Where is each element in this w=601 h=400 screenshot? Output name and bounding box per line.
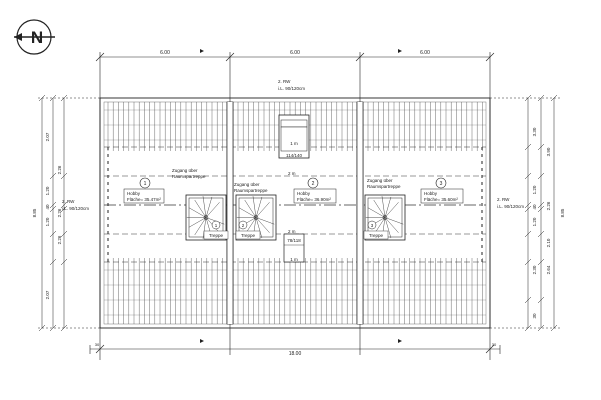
dim-right-mid: 2.10 (546, 238, 551, 247)
section-marker-icon (200, 339, 204, 343)
stair-access-line: Zugang über (367, 178, 393, 183)
dim-right-outer: 8.85 (560, 208, 565, 217)
dim-left-mid: 2.26 (57, 165, 62, 174)
stair-tag: 1 Treppe (203, 220, 229, 240)
stair-access-line: Raumspartreppe (367, 184, 401, 189)
stair-tag: 2 Treppe (235, 220, 261, 240)
window-mid-label: 1 m (290, 257, 298, 262)
room-number: 1 (144, 181, 147, 187)
window-top-label: 1 m (290, 141, 298, 146)
room-number: 3 (440, 181, 443, 187)
dim-right-mid: 2.26 (546, 201, 551, 210)
room-tag: 1 Hobby Fläche= 35.47m² (123, 177, 165, 204)
rw-right-line1: 2. RW (497, 197, 510, 202)
dim-right-mid: 2.64 (546, 265, 551, 274)
dim-left-inner: 40 (45, 204, 50, 210)
side-wall-marks (107, 147, 483, 262)
dim-top-1: 6.00 (160, 50, 170, 56)
dim-left-mid: 2.26 (57, 235, 62, 244)
left-dimensions (38, 97, 100, 329)
dim-bottom-left: 30 (95, 342, 100, 347)
dim-bottom: 18.00 (289, 351, 302, 357)
ridge-label-1: 2 m (288, 171, 296, 176)
dim-top-2: 6.00 (290, 50, 300, 56)
dim-left-outer: 8.85 (32, 208, 37, 217)
stair-number: 3 (371, 223, 374, 228)
rw-top-line1: 2. RW (278, 79, 291, 84)
dim-right-mid: 3.90 (546, 147, 551, 156)
room-name: Hobby (424, 191, 438, 196)
stair-access-line: Zugang über (234, 182, 260, 187)
room-tag: 3 Hobby Fläche= 35.60m² (420, 177, 464, 204)
dim-right-inner: 2.30 (532, 265, 537, 274)
room-area: Fläche= 35.60m² (424, 197, 458, 202)
dim-right-inner: 3.30 (532, 127, 537, 136)
window-top-size: 114/140 (286, 153, 302, 158)
roof-window-top (278, 114, 310, 159)
dim-left-inner: 1.20 (45, 186, 50, 195)
room-tag: 2 Hobby Fläche= 36.90m² (293, 177, 337, 204)
roof-outline (99, 97, 491, 329)
stair-label: Treppe (241, 233, 256, 238)
dim-left-inner: 2.07 (45, 290, 50, 299)
room-area: Fläche= 35.47m² (127, 197, 161, 202)
rw-left-line2: i.L. 90/120cm (62, 206, 89, 211)
ridge-label-2: 2 m (288, 229, 296, 234)
rw-top-line2: i.L. 90/120cm (278, 86, 305, 91)
dim-bottom-right: 30 (492, 342, 497, 347)
rw-right-line2: i.L. 90/120cm (497, 204, 524, 209)
room-name: Hobby (297, 191, 311, 196)
window-mid-size: 78/118 (287, 238, 301, 243)
dim-left-mid: 2.26 (57, 208, 62, 217)
roof-window-mid (283, 233, 305, 263)
roof-rafters (104, 102, 486, 324)
section-marker-icon (200, 49, 204, 53)
stair-label: Treppe (369, 233, 384, 238)
section-marker-icon (398, 49, 402, 53)
stair-access-line: Raumspartreppe (234, 188, 268, 193)
dim-right-inner: 1.20 (532, 217, 537, 226)
stair-access-line: Zugang über (172, 168, 198, 173)
dim-top-3: 6.00 (420, 50, 430, 56)
north-label: N (31, 28, 43, 47)
right-dimensions (490, 97, 560, 329)
dim-left-inner: 1.20 (45, 217, 50, 226)
stair-tag: 3 Treppe (363, 220, 389, 240)
stair-number: 2 (242, 223, 245, 228)
dim-left-inner: 2.07 (45, 132, 50, 141)
stair-access-line: Raumspartreppe (172, 174, 206, 179)
dim-right-inner: 40 (532, 204, 537, 210)
room-name: Hobby (127, 191, 141, 196)
bottom-dimension (89, 344, 501, 354)
partition-walls (226, 101, 364, 325)
stair-label: Treppe (209, 233, 224, 238)
rw-left-line1: 2. RW (62, 199, 75, 204)
section-marker-icon (398, 339, 402, 343)
north-arrow-icon: N (14, 19, 55, 55)
room-number: 2 (312, 181, 315, 187)
dim-right-inner: 30 (532, 313, 537, 319)
room-area: Fläche= 36.90m² (297, 197, 331, 202)
stair-number: 1 (215, 223, 218, 228)
dim-right-inner: 1.20 (532, 185, 537, 194)
